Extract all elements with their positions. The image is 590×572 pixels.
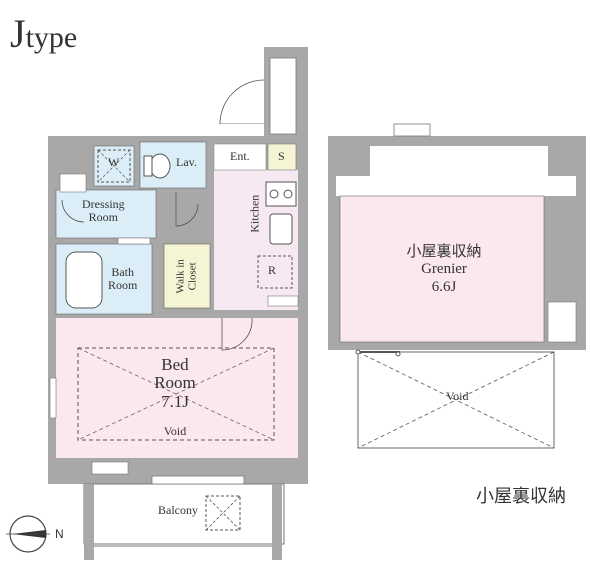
- entry-closet: [269, 57, 297, 135]
- label-walk-in-closet-line2: Closet: [187, 262, 199, 291]
- balcony-floor: [83, 483, 285, 545]
- bedroom-void-x2: [77, 347, 275, 441]
- label-walk-in-closet: Walk in Closet: [175, 248, 200, 304]
- burner-2: [283, 189, 293, 199]
- entrance-area: [213, 143, 267, 171]
- loft-void-x1: [357, 351, 555, 449]
- dressing-door-swing: [61, 199, 85, 223]
- balcony-wall-right: [272, 484, 282, 560]
- loft-stair-notch: [370, 146, 548, 176]
- kitchen-sink: [269, 213, 293, 245]
- dressing-shelf: [59, 173, 87, 193]
- balcony-sash: [151, 475, 245, 485]
- loft-void-x2: [357, 351, 555, 449]
- balcony-hatch-x2: [205, 495, 241, 531]
- label-entrance: Ent.: [230, 149, 250, 163]
- label-loft-storage: 小屋裏収納 Grenier 6.6J: [402, 244, 486, 296]
- label-bath-room: Bath Room: [108, 265, 138, 293]
- loft-vent-tab: [393, 123, 431, 137]
- label-dressing-room-line2: Room: [88, 210, 118, 225]
- plan-type-letter: J: [10, 11, 26, 56]
- label-washer: W: [108, 155, 120, 169]
- label-bedroom-void: Void: [163, 424, 187, 438]
- label-loft-storage-jp: 小屋裏収納: [406, 244, 482, 260]
- bedroom-window: [49, 377, 57, 419]
- bedroom-void-outline: [77, 347, 275, 441]
- bath-door: [117, 237, 151, 245]
- loft-plan-caption: 小屋裏収納: [476, 486, 566, 506]
- label-loft-storage-fr: Grenier: [421, 261, 467, 278]
- label-walk-in-closet-line1: Walk in: [174, 259, 187, 294]
- stove-top: [265, 181, 297, 207]
- label-refrigerator: R: [268, 263, 277, 277]
- loft-railing-post-2: [395, 351, 401, 357]
- loft-side-cupboard: [547, 301, 577, 343]
- label-dressing-room-line1: Dressing: [82, 197, 125, 211]
- loft-railing-post-1: [355, 349, 361, 355]
- label-loft-storage-area: 6.6J: [431, 278, 457, 295]
- loft-inner-band: [336, 176, 576, 196]
- label-dressing-room: Dressing Room: [82, 197, 125, 225]
- label-lavatory: Lav.: [176, 155, 197, 169]
- bedroom-area: [56, 318, 298, 458]
- wall-niche: [91, 461, 129, 475]
- label-loft-void: Void: [446, 389, 469, 403]
- label-bedroom-line1: Bed: [161, 355, 189, 374]
- washer-pan: [97, 149, 131, 183]
- label-balcony: Balcony: [158, 503, 198, 517]
- label-bedroom-line2: Room: [154, 373, 196, 393]
- label-kitchen: Kitchen: [247, 194, 262, 233]
- plan-type-suffix: type: [25, 21, 78, 54]
- compass-north-label: N: [55, 527, 64, 541]
- unit-plan: [48, 47, 308, 560]
- loft-storage-floor: [339, 195, 545, 343]
- label-shoe-storage: S: [278, 149, 285, 163]
- washbasin: [149, 153, 171, 179]
- kitchen-counter-end: [267, 295, 299, 307]
- label-bath-room-line2: Room: [108, 278, 138, 293]
- label-bath-room-line1: Bath: [111, 265, 134, 279]
- entry-door-swing: [219, 79, 265, 125]
- lavatory-area: [139, 141, 207, 189]
- entry-door-frame: [216, 124, 264, 136]
- closet-area: [163, 243, 211, 309]
- washer-pan-x2: [97, 149, 131, 183]
- shoe-storage: [267, 143, 297, 171]
- lavatory-door-swing: [175, 192, 199, 227]
- bathtub: [65, 251, 103, 309]
- plan-type-title: Jtype: [10, 14, 77, 54]
- fridge-space: [257, 255, 293, 289]
- bedroom-door-swing: [221, 317, 253, 351]
- label-bedroom-area: 7.1J: [161, 391, 189, 411]
- compass: [6, 515, 50, 553]
- loft-plan: [328, 123, 586, 449]
- balcony-wall-left: [84, 484, 94, 560]
- dressing-room-area: [55, 189, 157, 239]
- balcony-hatch-x1: [205, 495, 241, 531]
- burner-1: [269, 189, 279, 199]
- label-bedroom: Bed Room 7.1J: [130, 355, 220, 411]
- toilet: [143, 155, 153, 177]
